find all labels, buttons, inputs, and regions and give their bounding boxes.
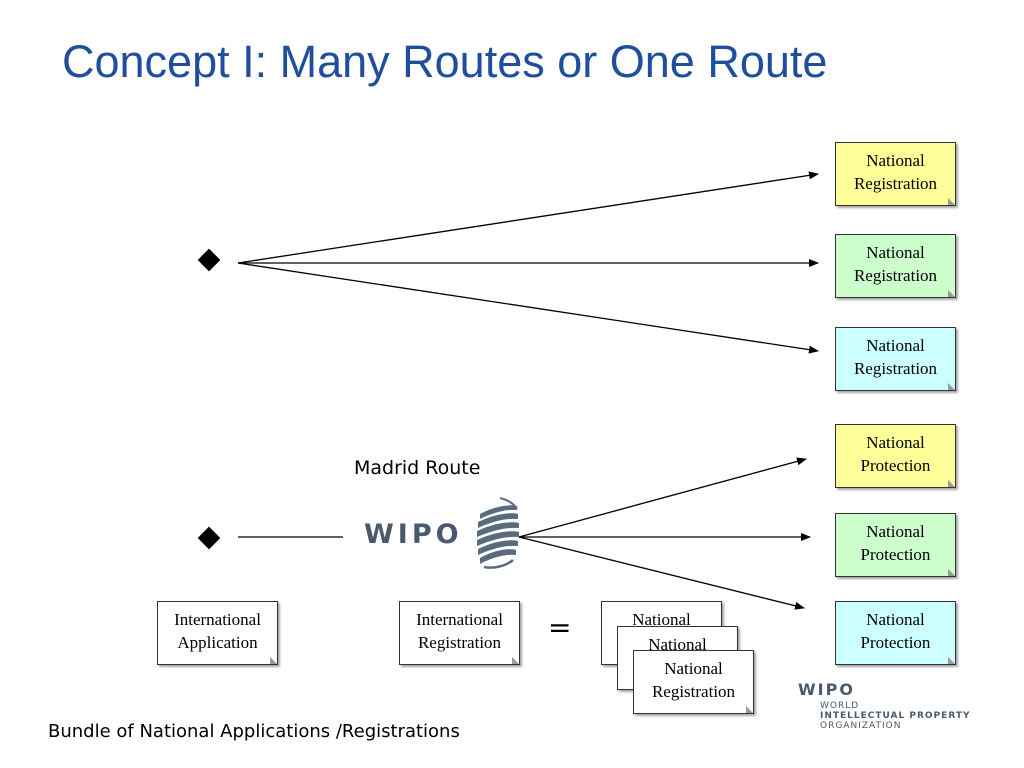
page-title: Concept I: Many Routes or One Route bbox=[62, 36, 828, 87]
box-line: Registration bbox=[853, 266, 938, 285]
box-line: National bbox=[866, 336, 925, 355]
org-logo-line: INTELLECTUAL PROPERTY bbox=[820, 711, 971, 721]
arrow-top-3 bbox=[237, 262, 819, 354]
box-line: National bbox=[648, 635, 707, 654]
wipo-emblem-icon bbox=[477, 497, 519, 569]
national-registration-box: National Registration bbox=[835, 142, 956, 206]
box-line: National bbox=[632, 610, 691, 629]
national-protection-box: National Protection bbox=[835, 513, 956, 577]
box-line: Registration bbox=[417, 633, 502, 652]
box-line: Protection bbox=[860, 545, 931, 564]
national-registration-box: National Registration bbox=[835, 234, 956, 298]
box-line: International bbox=[416, 610, 503, 629]
box-line: National bbox=[866, 433, 925, 452]
equals-sign: = bbox=[548, 611, 572, 644]
arrow-bottom-1 bbox=[518, 457, 807, 538]
box-line: Application bbox=[177, 633, 258, 652]
arrow-top-1 bbox=[237, 171, 819, 264]
org-logo-line: ORGANIZATION bbox=[820, 721, 902, 731]
footer-text: Bundle of National Applications /Registr… bbox=[48, 721, 460, 742]
box-line: Registration bbox=[651, 682, 736, 701]
box-line: National bbox=[866, 243, 925, 262]
org-logo-line: WORLD bbox=[820, 701, 860, 711]
org-logo-name: WIPO bbox=[798, 680, 855, 699]
box-line: Protection bbox=[860, 456, 931, 475]
box-line: International bbox=[174, 610, 261, 629]
box-line: National bbox=[866, 610, 925, 629]
box-line: National bbox=[664, 659, 723, 678]
box-line: National bbox=[866, 522, 925, 541]
national-protection-box: National Protection bbox=[835, 424, 956, 488]
box-line: Registration bbox=[853, 359, 938, 378]
national-registration-box: National Registration bbox=[835, 327, 956, 391]
arrow-bottom-3 bbox=[518, 536, 805, 610]
international-registration-box: International Registration bbox=[399, 601, 520, 665]
national-protection-box: National Protection bbox=[835, 601, 956, 665]
stacked-registration-front: National Registration bbox=[633, 650, 754, 714]
wipo-wordmark: WIPO bbox=[364, 519, 463, 550]
box-line: Protection bbox=[860, 633, 931, 652]
international-application-box: International Application bbox=[157, 601, 278, 665]
box-line: Registration bbox=[853, 174, 938, 193]
box-line: National bbox=[866, 151, 925, 170]
madrid-route-label: Madrid Route bbox=[354, 457, 481, 479]
